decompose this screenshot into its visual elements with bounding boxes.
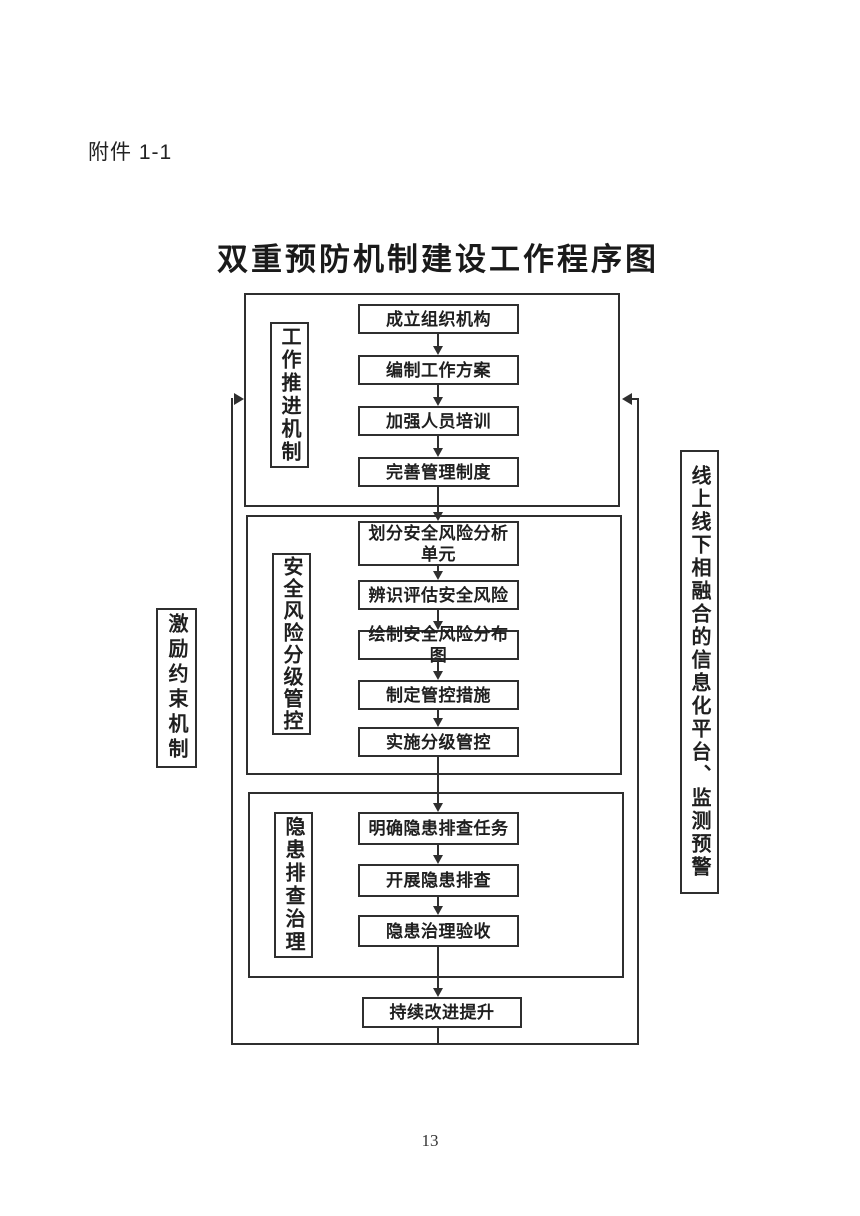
side-label-incentive-mechanism: 激励约束机制	[156, 608, 197, 768]
section-box-work-promotion	[244, 293, 620, 507]
step-box: 绘制安全风险分布图	[358, 625, 519, 665]
step-box: 开展隐患排查	[358, 864, 519, 897]
connector-line	[437, 610, 439, 622]
arrow-down-icon	[433, 671, 443, 680]
step-box: 辨识评估安全风险	[358, 580, 519, 610]
step-box: 隐患治理验收	[358, 915, 519, 947]
page-number: 13	[421, 1131, 439, 1150]
connector-line	[437, 845, 439, 856]
arrow-down-icon	[433, 906, 443, 915]
step-box: 划分安全风险分析单元	[358, 521, 519, 566]
connector-line	[437, 897, 439, 907]
step-box: 实施分级管控	[358, 727, 519, 757]
arrow-down-icon	[433, 988, 443, 997]
section-label-hazard-management: 隐患排查治理	[274, 812, 313, 958]
step-box: 制定管控措施	[358, 680, 519, 710]
connector-line	[437, 710, 439, 719]
step-label: 绘制安全风险分布图	[368, 625, 509, 665]
step-box: 编制工作方案	[358, 355, 519, 385]
connector-line	[437, 385, 439, 398]
arrow-down-icon	[433, 571, 443, 580]
feedback-line-left	[231, 398, 233, 1045]
connector-line	[437, 757, 439, 804]
attachment-label: 附件 1-1	[88, 141, 173, 164]
arrow-down-icon	[433, 621, 443, 630]
arrow-down-icon	[433, 803, 443, 812]
arrow-left-icon	[622, 393, 632, 405]
connector-line	[437, 947, 439, 989]
step-box: 成立组织机构	[358, 304, 519, 334]
arrow-down-icon	[433, 448, 443, 457]
step-label: 持续改进提升	[389, 1003, 495, 1022]
step-box: 加强人员培训	[358, 406, 519, 436]
section-box-hazard-management	[248, 792, 624, 978]
step-label: 开展隐患排查	[386, 871, 491, 890]
feedback-stub-right	[629, 398, 639, 400]
connector-line	[437, 660, 439, 672]
feedback-stem-line	[437, 1028, 439, 1045]
feedback-line-right	[637, 399, 639, 1045]
step-label: 制定管控措施	[386, 685, 491, 705]
step-label: 实施分级管控	[386, 732, 491, 752]
step-label: 完善管理制度	[386, 462, 491, 482]
step-label: 明确隐患排查任务	[368, 819, 509, 838]
final-step-box: 持续改进提升	[362, 997, 522, 1028]
step-box: 完善管理制度	[358, 457, 519, 487]
step-label: 隐患治理验收	[386, 921, 491, 941]
connector-line	[437, 566, 439, 572]
arrow-right-icon	[234, 393, 244, 405]
step-label: 辨识评估安全风险	[368, 585, 509, 605]
step-label: 成立组织机构	[386, 309, 491, 329]
arrow-down-icon	[433, 346, 443, 355]
connector-line	[437, 487, 439, 513]
step-label: 划分安全风险分析单元	[368, 523, 509, 564]
side-label-information-platform: 线上线下相融合的信息化平台、监测预警	[680, 450, 719, 894]
section-box-risk-control	[246, 515, 622, 775]
step-label: 编制工作方案	[386, 360, 491, 380]
connector-line	[437, 334, 439, 347]
connector-line	[437, 436, 439, 449]
step-label: 加强人员培训	[386, 411, 491, 431]
step-box: 明确隐患排查任务	[358, 812, 519, 845]
arrow-down-icon	[433, 397, 443, 406]
arrow-down-icon	[433, 718, 443, 727]
feedback-line-bottom	[231, 1043, 639, 1045]
section-label-risk-control: 安全风险分级管控	[272, 553, 311, 735]
diagram-title: 双重预防机制建设工作程序图	[217, 242, 659, 277]
section-label-work-promotion: 工作推进机制	[270, 322, 309, 468]
arrow-down-icon	[433, 855, 443, 864]
